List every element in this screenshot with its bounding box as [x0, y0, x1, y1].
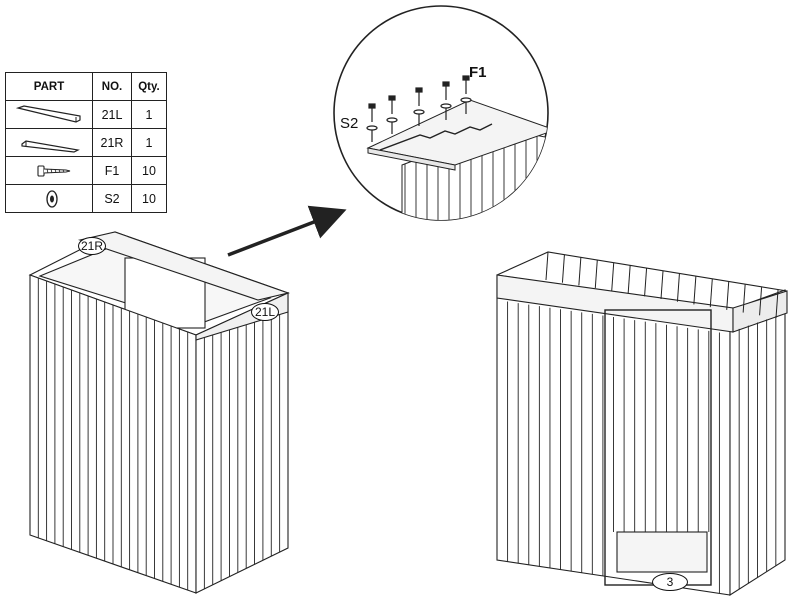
zoom-label-f1: F1: [469, 64, 487, 81]
callout-3: 3: [652, 573, 688, 591]
header-qty: Qty.: [131, 72, 167, 101]
header-no: NO.: [92, 72, 132, 101]
part-no: 21L: [92, 100, 132, 129]
table-row: 21L 1: [5, 100, 167, 129]
parts-table: PART NO. Qty. 21L 1 21R 1: [5, 72, 167, 213]
part-no: 21R: [92, 128, 132, 157]
part-qty: 1: [131, 128, 167, 157]
direction-arrow: [227, 205, 347, 257]
part-no: F1: [92, 156, 132, 185]
parts-table-header: PART NO. Qty.: [5, 72, 167, 101]
table-row: 21R 1: [5, 128, 167, 157]
header-part: PART: [5, 72, 93, 101]
part-qty: 10: [131, 184, 167, 213]
left-shed-illustration: [28, 231, 290, 594]
callout-21l: 21L: [251, 303, 279, 321]
right-shed-illustration: [496, 251, 788, 597]
part-qty: 10: [131, 156, 167, 185]
table-row: S2 10: [5, 184, 167, 213]
zoom-detail: F1 S2: [333, 5, 549, 221]
screw-icon: [37, 164, 71, 177]
zoom-label-s2: S2: [340, 115, 358, 132]
callout-21r: 21R: [78, 237, 106, 255]
table-row: F1 10: [5, 156, 167, 185]
part-no: S2: [92, 184, 132, 213]
washer-icon: [46, 189, 58, 208]
panel-21r-icon: [21, 139, 80, 153]
panel-21l-icon: [15, 104, 81, 123]
part-qty: 1: [131, 100, 167, 129]
